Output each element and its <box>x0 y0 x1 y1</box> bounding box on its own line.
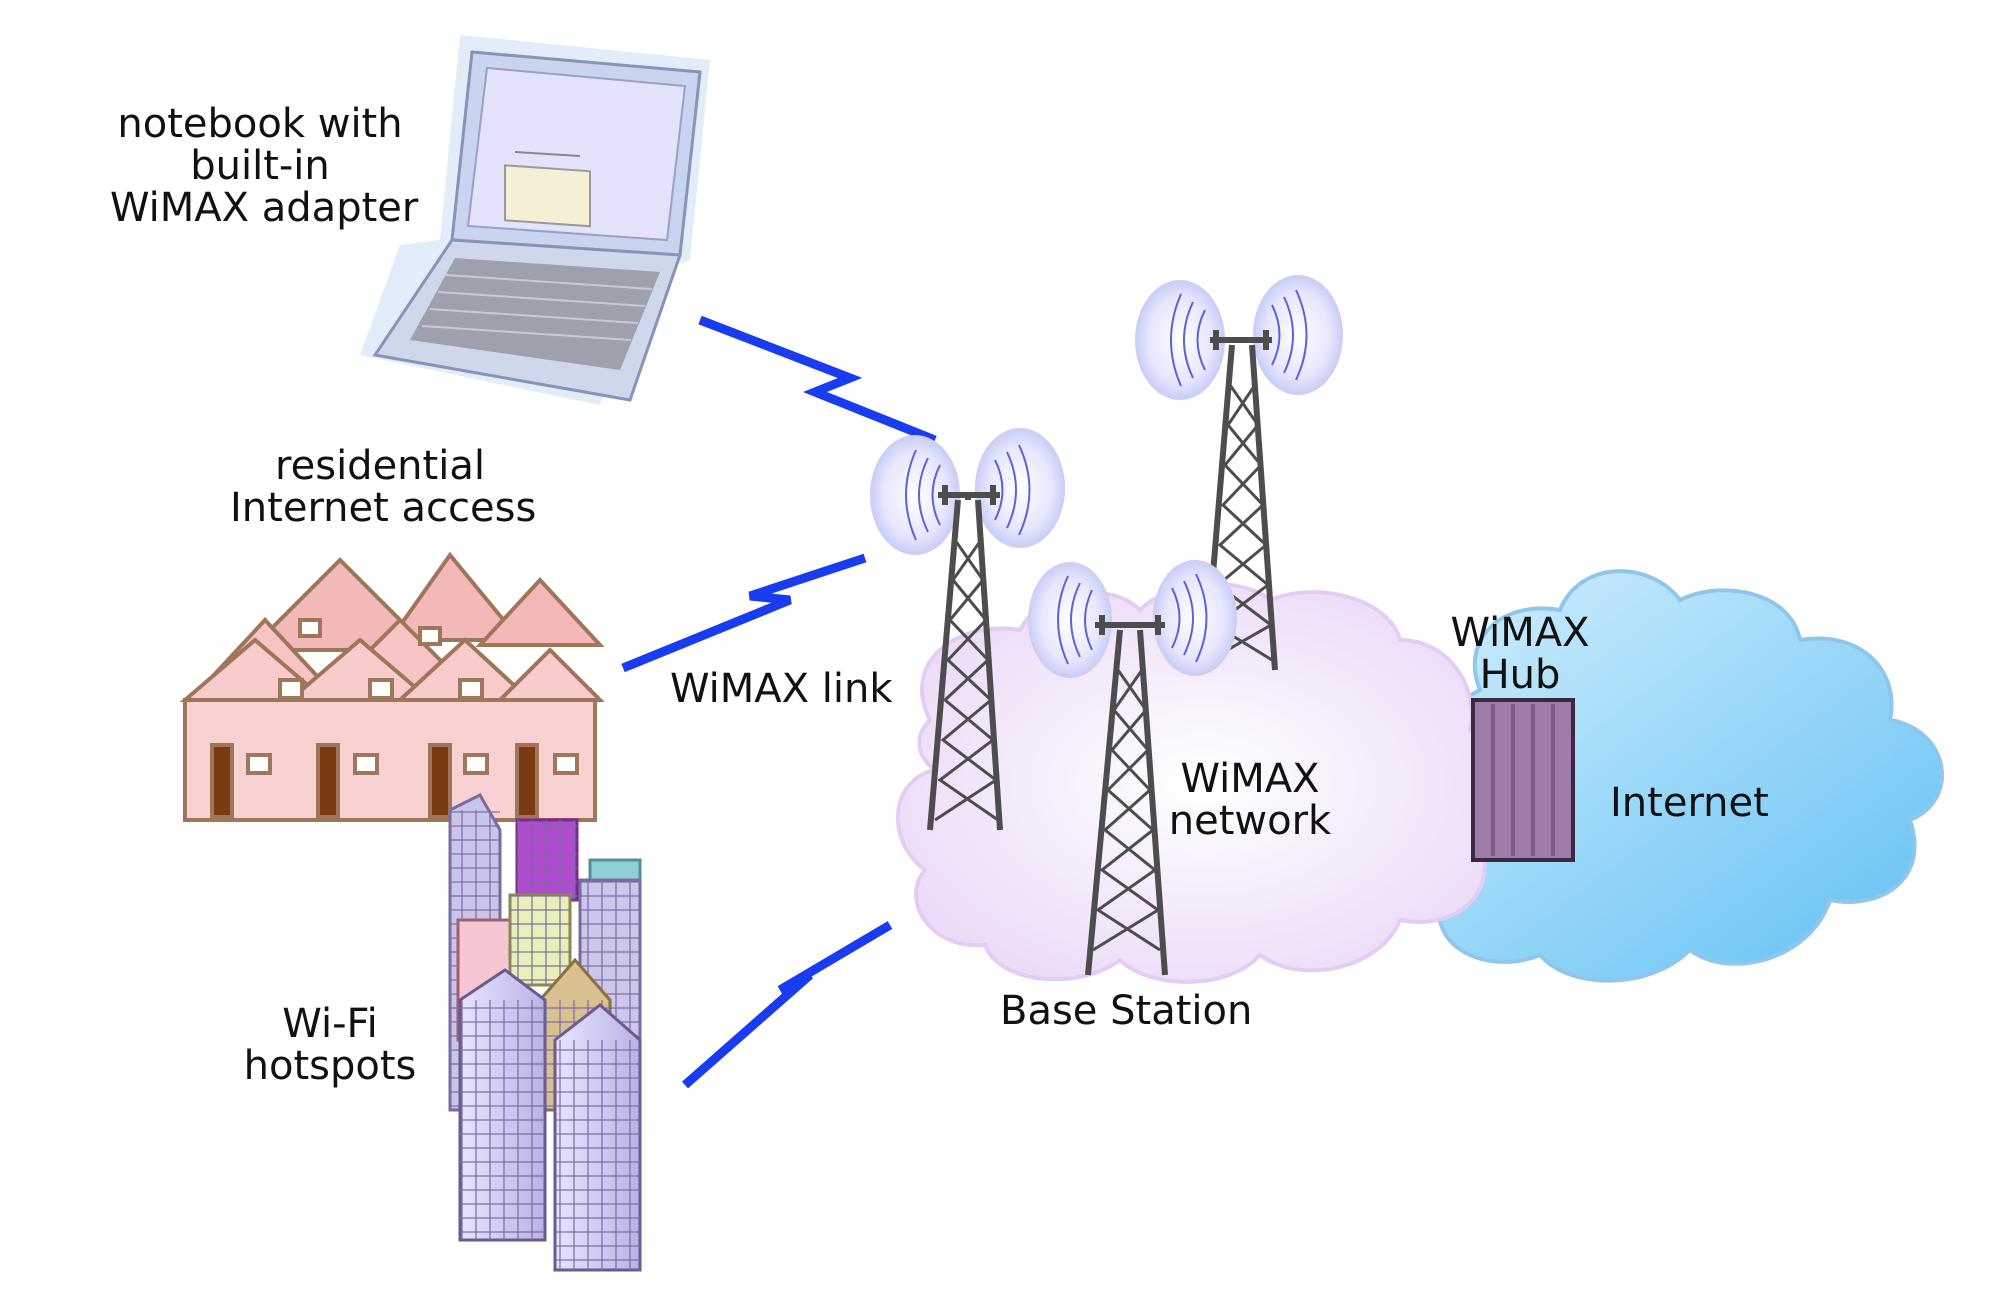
wifi-hotspots-label-line-1: Wi-Fi <box>282 1001 378 1047</box>
wimax-hub-label-line-1: WiMAX <box>1450 610 1590 656</box>
base-station-label: Base Station <box>1000 988 1253 1034</box>
tower-icon <box>927 485 1003 831</box>
wimax-network-label-line-1: WiMAX <box>1180 756 1320 802</box>
link-residential <box>621 553 867 673</box>
notebook-label-line-1: notebook with <box>117 101 403 147</box>
internet-label: Internet <box>1610 780 1769 826</box>
notebook-icon <box>360 35 710 405</box>
wimax-link-label: WiMAX link <box>670 666 893 712</box>
wimax-hub-label-line-2: Hub <box>1479 652 1561 698</box>
wifi-hotspots-label: Wi-Fi hotspots <box>220 1003 440 1087</box>
wimax-hub-label: WiMAX Hub <box>1430 612 1610 696</box>
wifi-hotspots-label-line-2: hotspots <box>243 1043 417 1089</box>
houses-icon <box>179 551 605 822</box>
link-notebook <box>698 315 937 445</box>
residential-label-line-1: residential <box>275 443 485 489</box>
notebook-label-line-2: built-in <box>190 143 330 189</box>
notebook-label-line-3: WiMAX adapter <box>110 185 419 231</box>
wimax-network-label-line-2: network <box>1168 798 1332 844</box>
notebook-label: notebook with built-in WiMAX adapter <box>110 101 419 231</box>
link-hotspots <box>682 921 893 1089</box>
hub-icon <box>1471 698 1575 862</box>
residential-label: residential Internet access <box>230 443 537 531</box>
buildings-icon <box>448 793 642 1272</box>
tower-icon <box>1085 615 1168 976</box>
wimax-network-label: WiMAX network <box>1150 758 1350 842</box>
wimax-network-cloud-icon <box>895 582 1511 984</box>
residential-label-line-2: Internet access <box>230 485 537 531</box>
tower-icon <box>1202 330 1278 671</box>
lightning-link-icon <box>621 315 937 1089</box>
signal-waves-icon <box>1028 560 1237 678</box>
signal-waves-icon <box>1135 275 1343 400</box>
signal-waves-icon <box>870 428 1065 555</box>
